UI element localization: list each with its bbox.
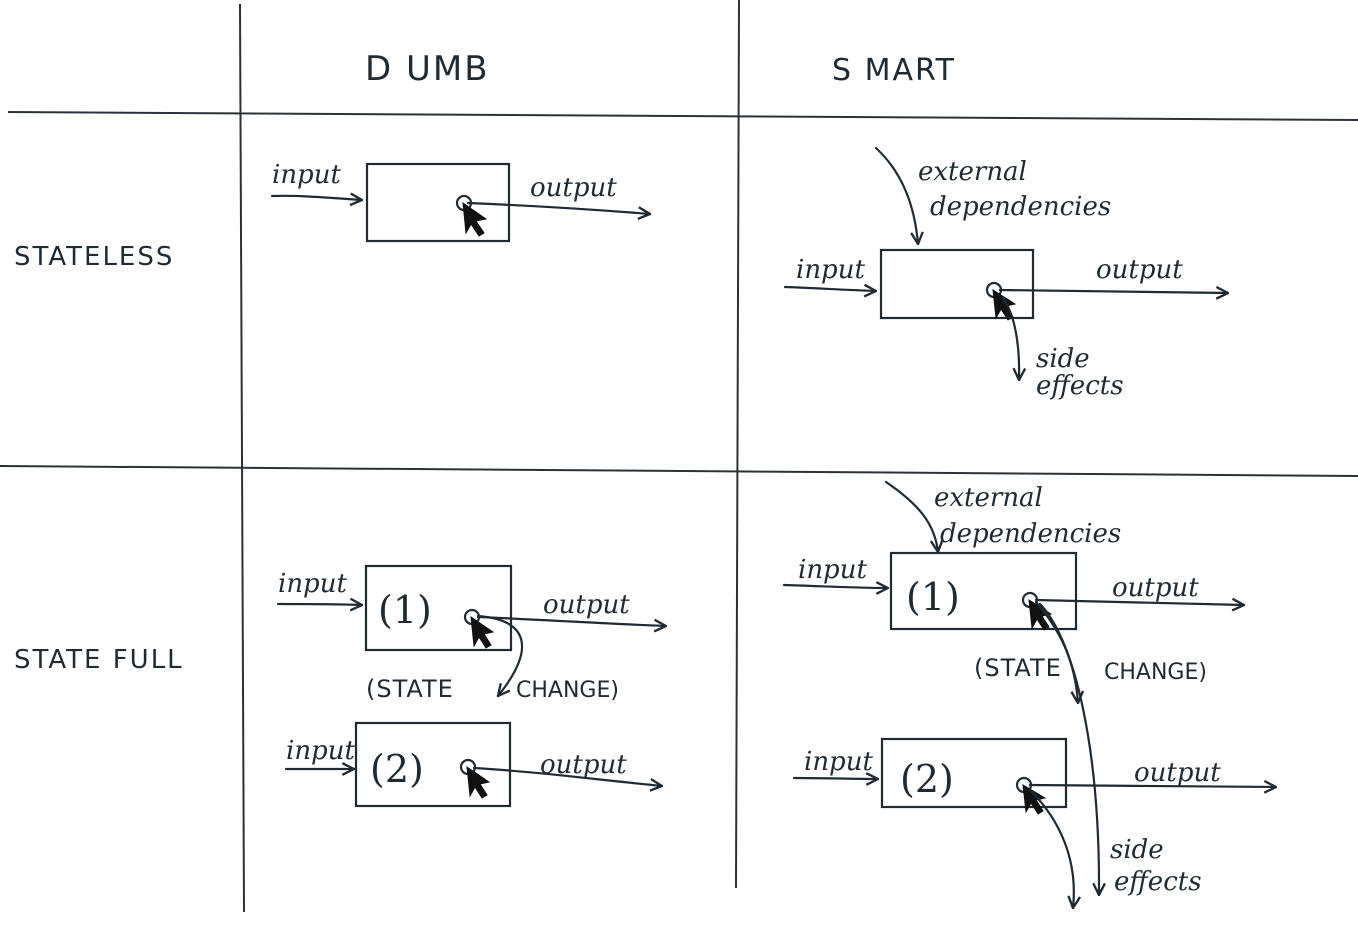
- input-label: input: [804, 747, 873, 777]
- statefull-dumb-diagram: input (1) output (STATE CHANGE) input (2…: [276, 564, 666, 808]
- output-label: output: [1134, 758, 1221, 788]
- external-dependencies-label-line1: external: [918, 157, 1027, 187]
- statefull-smart-diagram: external dependencies input (1) output (…: [782, 480, 1276, 908]
- box-1-label: (1): [906, 575, 960, 619]
- function-box-2: [880, 737, 1068, 809]
- function-box-1: [364, 564, 513, 652]
- output-arrow: [1034, 600, 1244, 605]
- state-change-label-right: CHANGE): [1104, 660, 1207, 685]
- cursor-icon: [466, 765, 491, 799]
- state-change-label-right: CHANGE): [516, 678, 619, 703]
- side-effects-label-line2: effects: [1036, 371, 1124, 401]
- input-label: input: [278, 569, 347, 599]
- external-dependencies-arrow: [884, 480, 938, 552]
- cursor-icon: [1022, 784, 1047, 815]
- input-label: input: [798, 555, 867, 585]
- output-arrow: [1028, 785, 1276, 787]
- input-arrow: [783, 287, 876, 291]
- grid-line-horizontal-top: [7, 111, 1358, 121]
- output-arrow: [998, 290, 1228, 293]
- output-label: output: [530, 173, 617, 203]
- external-dependencies-label-line2: dependencies: [930, 192, 1111, 222]
- output-arrow: [476, 615, 666, 626]
- column-header-dumb: D UMB: [365, 49, 490, 89]
- grid-line-vertical-right: [735, 0, 740, 889]
- input-arrow: [782, 585, 888, 588]
- stateless-dumb-diagram: input output: [270, 160, 650, 243]
- box-2-label: (2): [370, 747, 424, 791]
- input-label: input: [286, 736, 355, 766]
- output-label: output: [1096, 255, 1183, 285]
- state-change-arrow: [476, 614, 524, 696]
- output-label: output: [543, 590, 630, 620]
- stateless-smart-diagram: external dependencies input output side …: [783, 146, 1228, 401]
- side-effects-label-line1: side: [1110, 835, 1164, 865]
- external-dependencies-label-line2: dependencies: [940, 519, 1121, 549]
- state-change-label-left: (STATE: [366, 675, 454, 703]
- grid-line-vertical-left: [239, 3, 245, 913]
- input-arrow: [792, 778, 878, 779]
- output-arrow: [466, 201, 650, 214]
- function-box: [365, 162, 511, 243]
- grid-line-horizontal-middle: [0, 465, 1358, 477]
- box-1-label: (1): [378, 588, 432, 632]
- input-arrow: [276, 604, 362, 605]
- external-dependencies-arrow: [874, 146, 918, 244]
- output-arrow: [472, 766, 662, 786]
- output-label: output: [1112, 573, 1199, 603]
- function-box-2: [354, 721, 512, 808]
- cursor-icon: [462, 201, 488, 237]
- external-dependencies-label-line1: external: [934, 483, 1043, 513]
- side-effects-label-line2: effects: [1114, 867, 1202, 897]
- row-header-stateless: STATELESS: [14, 242, 174, 272]
- grid: [0, 0, 1358, 913]
- side-effects-arrow: [1038, 602, 1099, 895]
- cursor-icon: [470, 615, 495, 649]
- side-effects-label-line1: side: [1036, 344, 1090, 374]
- side-effects-arrow: [1001, 296, 1019, 380]
- box-2-label: (2): [900, 757, 954, 801]
- input-label: input: [796, 255, 865, 285]
- column-header-smart: S MART: [832, 53, 956, 88]
- input-label: input: [272, 160, 341, 190]
- row-header-statefull: STATE FULL: [14, 645, 184, 675]
- function-box-1: [889, 551, 1078, 631]
- state-change-label-left: (STATE: [974, 654, 1062, 682]
- side-effects-arrow: [1028, 788, 1074, 908]
- function-box: [879, 248, 1035, 320]
- input-arrow: [270, 196, 362, 200]
